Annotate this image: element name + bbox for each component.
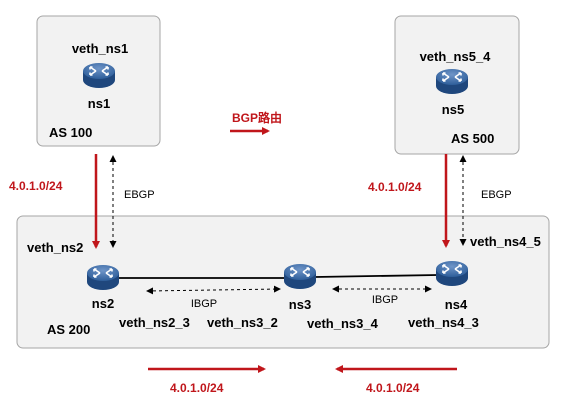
route-label-bottom-right: 4.0.1.0/24 — [366, 381, 420, 395]
iface-ns3-2-label: veth_ns3_2 — [207, 315, 278, 330]
iface-ns4-3-label: veth_ns4_3 — [408, 315, 479, 330]
link-ns3-ns4 — [314, 274, 439, 278]
route-label-bottom-left: 4.0.1.0/24 — [170, 381, 224, 395]
route-label-right: 4.0.1.0/24 — [368, 180, 422, 194]
router-icon — [435, 260, 469, 287]
ibgp-label-1: IBGP — [191, 298, 217, 310]
ebgp-label-right: EBGP — [481, 189, 512, 201]
ns4-iface-up-label: veth_ns4_5 — [470, 234, 541, 249]
iface-ns3-4-label: veth_ns3_4 — [307, 316, 379, 331]
as100-label: AS 100 — [49, 125, 92, 140]
as500-label: AS 500 — [451, 131, 494, 146]
ns4-label: ns4 — [445, 297, 468, 312]
as500-iface-label: veth_ns5_4 — [420, 49, 492, 64]
ns2-label: ns2 — [92, 296, 114, 311]
ibgp-link-ns2-ns3 — [146, 285, 281, 295]
router-icon — [82, 62, 116, 89]
ns1-label: ns1 — [88, 96, 110, 111]
as100-iface-label: veth_ns1 — [72, 41, 128, 56]
ns5-label: ns5 — [442, 102, 464, 117]
as200-label: AS 200 — [47, 322, 90, 337]
router-icon — [86, 264, 120, 291]
route-label-left: 4.0.1.0/24 — [9, 179, 63, 193]
ns3-label: ns3 — [289, 297, 311, 312]
router-icon — [435, 68, 469, 95]
iface-ns2-3-label: veth_ns2_3 — [119, 315, 190, 330]
as200-box — [16, 215, 550, 349]
ebgp-label-left: EBGP — [124, 189, 155, 201]
router-icon — [283, 263, 317, 290]
bgp-route-legend-label: BGP路由 — [232, 110, 282, 125]
ibgp-label-2: IBGP — [372, 294, 398, 306]
ns2-iface-up-label: veth_ns2 — [27, 240, 83, 255]
